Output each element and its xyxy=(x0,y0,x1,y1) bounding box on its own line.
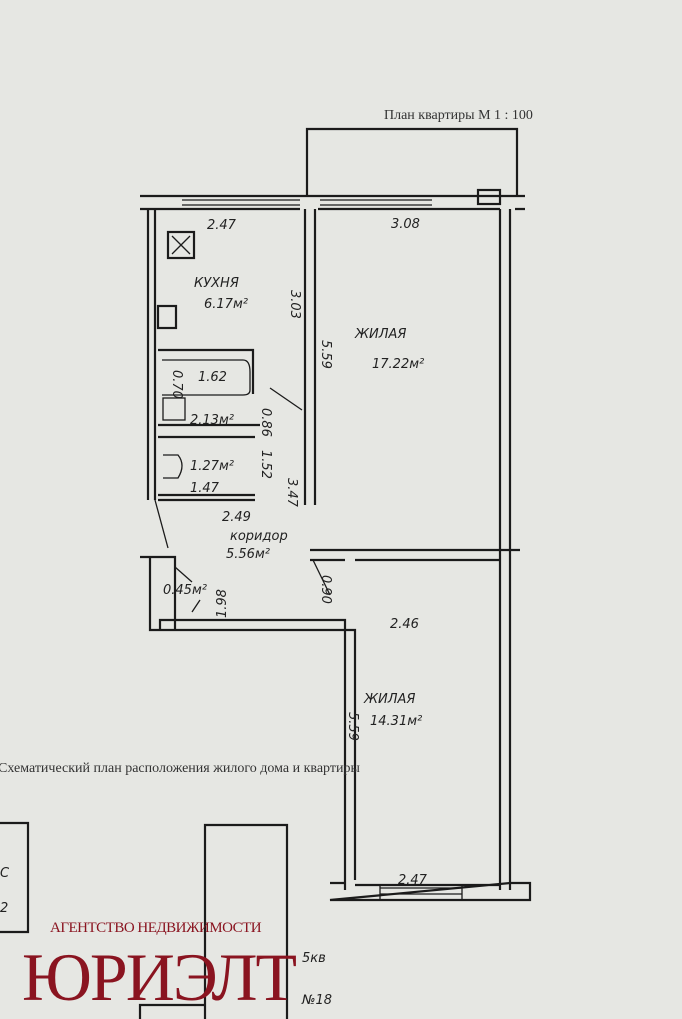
top-wall xyxy=(140,188,525,211)
area-label: 1.27м² xyxy=(190,459,234,474)
corridor-walls xyxy=(140,555,357,890)
watermark-logo: ЮРИЭЛТ xyxy=(22,939,297,1015)
dim-label: 1.62 xyxy=(198,370,227,385)
site-label: С xyxy=(0,866,10,881)
area-label: 0.45м² xyxy=(163,583,207,598)
dim-label: 2.47 xyxy=(207,218,237,233)
area-label: 5.56м² xyxy=(226,547,270,562)
area-label: 17.22м² xyxy=(372,357,424,372)
site-building-label: 5кв xyxy=(302,951,326,966)
middle-wall xyxy=(310,548,520,562)
bathroom xyxy=(158,348,260,502)
closet-door xyxy=(174,566,201,613)
dim-label: 0.90 xyxy=(318,575,333,604)
site-caption: Схематический план расположения жилого д… xyxy=(0,761,360,776)
area-label: 14.31м² xyxy=(370,714,422,729)
door-swing xyxy=(312,559,331,596)
dim-label: 0.70 xyxy=(169,370,184,399)
door-swings xyxy=(154,387,303,549)
room-label-corridor: коридор xyxy=(230,529,288,544)
dim-label: 2.47 xyxy=(398,873,428,888)
dim-label: 1.52 xyxy=(258,450,273,479)
dim-label: 2.49 xyxy=(222,510,251,525)
room-label-kitchen: КУХНЯ xyxy=(194,276,239,291)
stove-icon xyxy=(166,230,196,260)
sink-icon xyxy=(156,304,178,330)
dim-label: 5.59 xyxy=(345,712,360,741)
site-building-left xyxy=(0,821,30,934)
site-label: 2 xyxy=(0,901,8,916)
stove-burners xyxy=(171,235,191,255)
dim-label: 5.59 xyxy=(318,340,333,369)
site-building xyxy=(203,823,289,1019)
dim-label: 1.98 xyxy=(215,589,230,618)
dim-label: 1.47 xyxy=(190,481,220,496)
kitchen-walls xyxy=(146,209,317,505)
dim-label: 3.08 xyxy=(391,217,420,232)
plan-title: План квартиры М 1 : 100 xyxy=(384,108,533,123)
dim-label: 3.03 xyxy=(287,290,302,319)
area-label: 6.17м² xyxy=(204,297,248,312)
dim-label: 0.86 xyxy=(258,408,273,437)
site-building-number: №18 xyxy=(301,993,332,1008)
site-building-bottom xyxy=(138,1003,205,1019)
room-label-living2: ЖИЛАЯ xyxy=(363,692,415,707)
balcony xyxy=(305,127,519,196)
dim-label: 3.47 xyxy=(284,478,299,508)
bottom-wall xyxy=(329,881,532,902)
watermark-subtitle: АГЕНТСТВО НЕДВИЖИМОСТИ xyxy=(50,920,262,936)
area-label: 2.13м² xyxy=(190,413,234,428)
dim-label: 2.46 xyxy=(390,617,419,632)
room-label-living1: ЖИЛАЯ xyxy=(354,327,406,342)
